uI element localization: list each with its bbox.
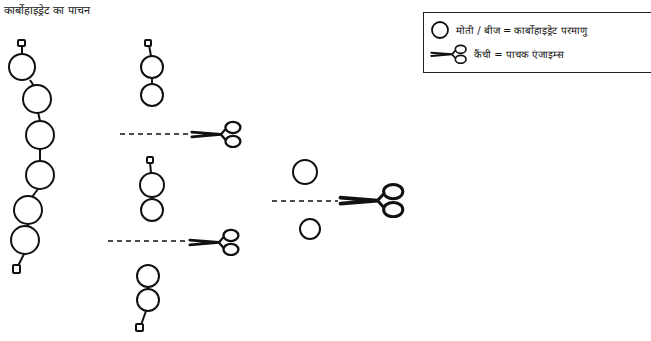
legend-text: कैंची = पाचक एंजाइम्स [474,47,564,61]
legend-box: मोती / बीज = कार्बोहाइड्रेट परमाणु कैंची … [423,12,651,73]
scissors-sample [430,43,470,65]
legend-text: मोती / बीज = कार्बोहाइड्रेट परमाणु [456,23,587,37]
diagram-title: कार्बोहाइड्रेट का पाचन [4,2,90,17]
legend-entry: मोती / बीज = कार्बोहाइड्रेट परमाणु [430,20,651,40]
bead-sample [430,20,452,40]
legend-entry: कैंची = पाचक एंजाइम्स [430,43,651,65]
